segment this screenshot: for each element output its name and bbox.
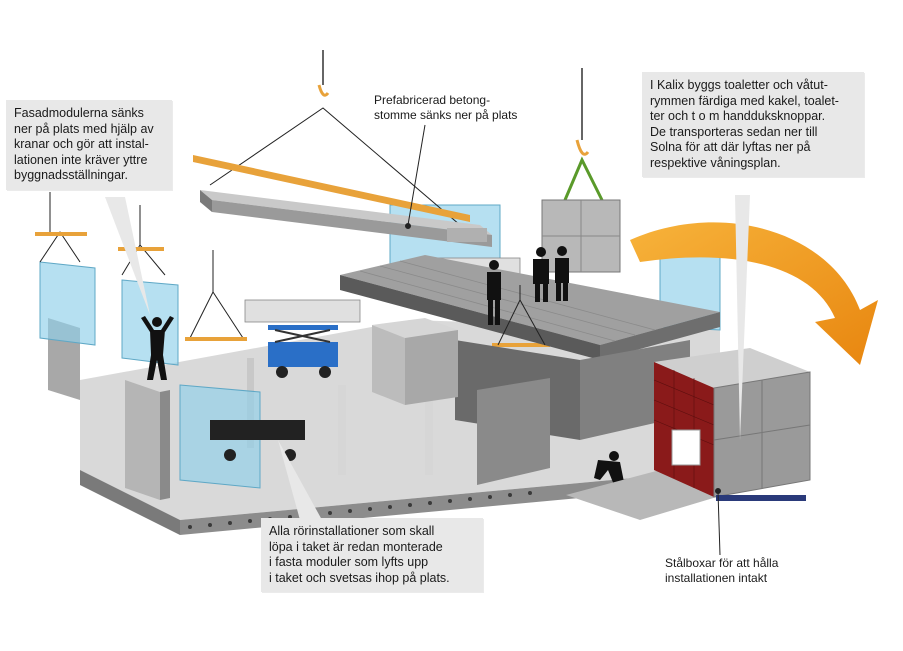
steel-boxes-label: Stålboxar för att hålla installationen i… xyxy=(665,556,779,585)
concrete-label: Prefabricerad betong- stomme sänks ner p… xyxy=(374,93,518,122)
transport-arrow xyxy=(630,222,878,365)
lifting-beams xyxy=(35,232,550,347)
pipes-callout: Alla rörinstallationer som skall löpa i … xyxy=(261,518,483,592)
workers-on-slab xyxy=(487,246,569,325)
label-leaders xyxy=(405,124,721,556)
hoisted-module xyxy=(541,68,621,273)
scissor-lift xyxy=(268,325,338,378)
worker-silhouette-left xyxy=(141,316,174,380)
hanging-wall-panel xyxy=(477,285,550,485)
trolley xyxy=(210,420,305,461)
upper-slab xyxy=(340,255,720,360)
facade-callout: Fasadmodulerna sänks ner på plats med hj… xyxy=(6,100,172,190)
callout-pointers xyxy=(105,195,750,520)
concrete-beam xyxy=(193,50,492,247)
kalix-callout: I Kalix byggs toaletter och våtut- rymme… xyxy=(642,72,864,177)
facade-hangers xyxy=(39,192,244,339)
crate-boxes xyxy=(372,318,458,405)
steel-box xyxy=(653,348,811,501)
worker-crouching xyxy=(594,451,624,485)
